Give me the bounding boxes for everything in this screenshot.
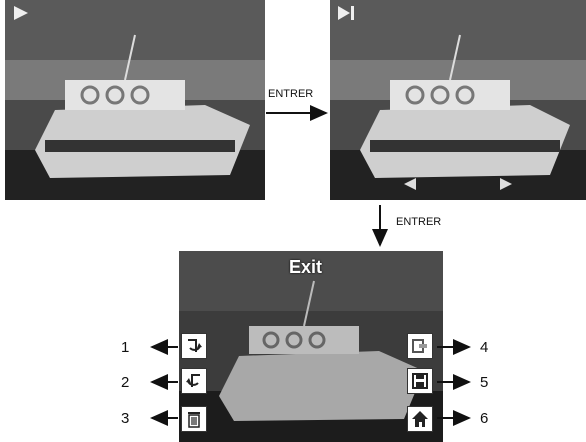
home-icon: [412, 411, 428, 427]
resize-icon: [412, 339, 427, 353]
photo-screen-2: [330, 0, 586, 200]
photo-screen-1: [5, 0, 265, 200]
enter-label-2: ENTRER: [396, 216, 442, 228]
trash-icon: [188, 412, 200, 428]
delete-button[interactable]: [181, 406, 207, 432]
callout-number-3: 3: [121, 410, 130, 427]
callout-number-6: 6: [480, 410, 489, 427]
boat-photo: [5, 0, 265, 200]
callout-number-1: 1: [121, 339, 130, 356]
left-arrow-icon: [404, 178, 416, 190]
callout-number-2: 2: [121, 374, 130, 391]
enter-label-1: ENTRER: [268, 88, 314, 100]
callout-number-4: 4: [480, 339, 489, 356]
rotate-left-button[interactable]: [181, 368, 207, 394]
menu-screen: Exit: [179, 251, 443, 442]
save-button[interactable]: [407, 368, 433, 394]
resize-button[interactable]: [407, 333, 433, 359]
play-icon: [14, 6, 28, 20]
callout-number-5: 5: [480, 374, 489, 391]
boat-photo-dimmed: [179, 251, 443, 442]
rotate-left-icon: [186, 374, 200, 387]
save-icon: [412, 373, 428, 389]
rotate-right-button[interactable]: [181, 333, 207, 359]
right-arrow-icon: [500, 178, 512, 190]
rotate-right-icon: [188, 339, 202, 352]
boat-photo: [330, 0, 586, 200]
exit-button[interactable]: Exit: [289, 257, 323, 277]
home-button[interactable]: [407, 406, 433, 432]
pause-icon: [338, 6, 354, 20]
